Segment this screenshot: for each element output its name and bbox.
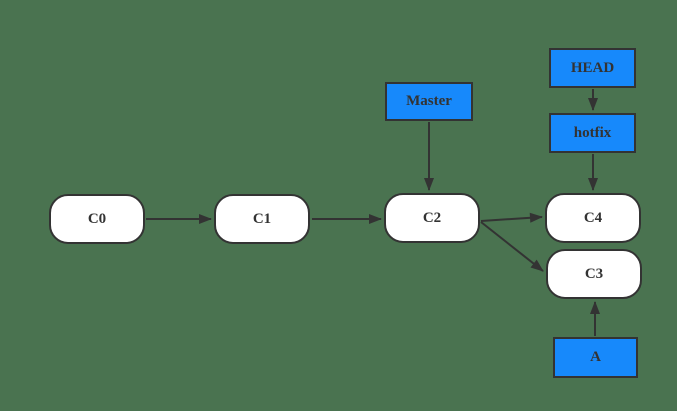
- branch-node-master: Master: [385, 82, 473, 121]
- commit-label-c1: C1: [252, 210, 272, 227]
- commit-label-c2: C2: [422, 209, 442, 226]
- commit-node-c4: C4: [545, 193, 641, 243]
- ref-label-head: HEAD: [570, 59, 615, 76]
- commit-node-c1: C1: [214, 194, 310, 244]
- edge-c2-c3: [480, 221, 544, 272]
- branch-label-hotfix: hotfix: [573, 124, 612, 141]
- edge-c2-c4: [480, 212, 543, 223]
- branch-label-a: A: [590, 349, 601, 365]
- branch-label-master: Master: [406, 93, 452, 109]
- commit-label-c3: C3: [584, 265, 604, 282]
- ref-node-head: HEAD: [549, 48, 636, 88]
- commit-node-c0: C0: [49, 194, 145, 244]
- commit-node-c2: C2: [384, 193, 480, 243]
- commit-label-c0: C0: [87, 210, 107, 227]
- branch-node-hotfix: hotfix: [549, 113, 636, 153]
- commit-label-c4: C4: [583, 209, 603, 226]
- branch-node-a: A: [553, 337, 638, 378]
- commit-node-c3: C3: [546, 249, 642, 299]
